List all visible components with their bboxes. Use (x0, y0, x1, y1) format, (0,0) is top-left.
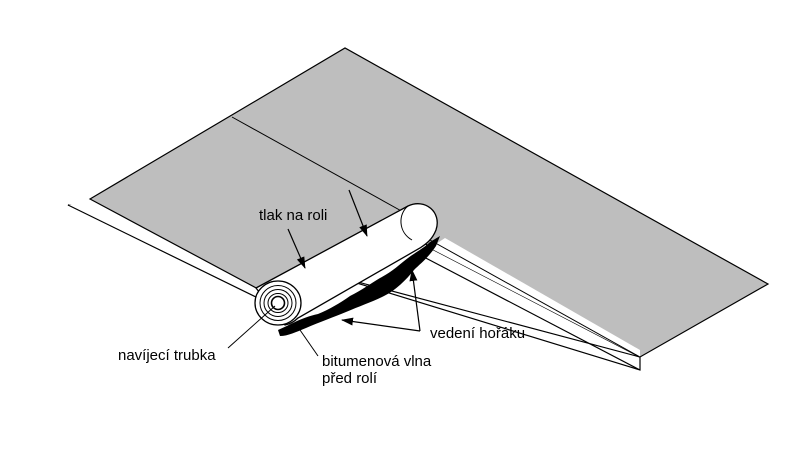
label-roll-pressure: tlak na roli (259, 207, 327, 224)
label-bitumen-wave-line2: před rolí (322, 370, 378, 387)
substrate-edge-left (67, 204, 263, 301)
bitumen-wave (278, 236, 440, 336)
torch-guide-arrow-1 (341, 317, 421, 332)
pressure-arrow-1 (287, 228, 306, 269)
torch-guide-arrow-2 (409, 269, 421, 332)
substrate-white-strip-left (68, 199, 265, 301)
laid-membrane (88, 47, 770, 358)
pressure-arrow-2 (348, 189, 368, 237)
label-winding-tube: navíjecí trubka (118, 347, 216, 364)
membrane-roll (255, 203, 438, 326)
roll-front-face (254, 280, 302, 326)
membrane-seam (231, 116, 406, 214)
roll-end-cap (400, 205, 413, 241)
label-bitumen-wave-line1: bitumenová vlna (322, 353, 432, 370)
membrane-overlap-edge (429, 239, 641, 358)
substrate-edge-right (419, 254, 641, 371)
winding-tube-leader (227, 305, 276, 349)
label-torch-guide: vedení hořáku (430, 325, 525, 342)
bitumen-wave-leader (299, 329, 319, 357)
